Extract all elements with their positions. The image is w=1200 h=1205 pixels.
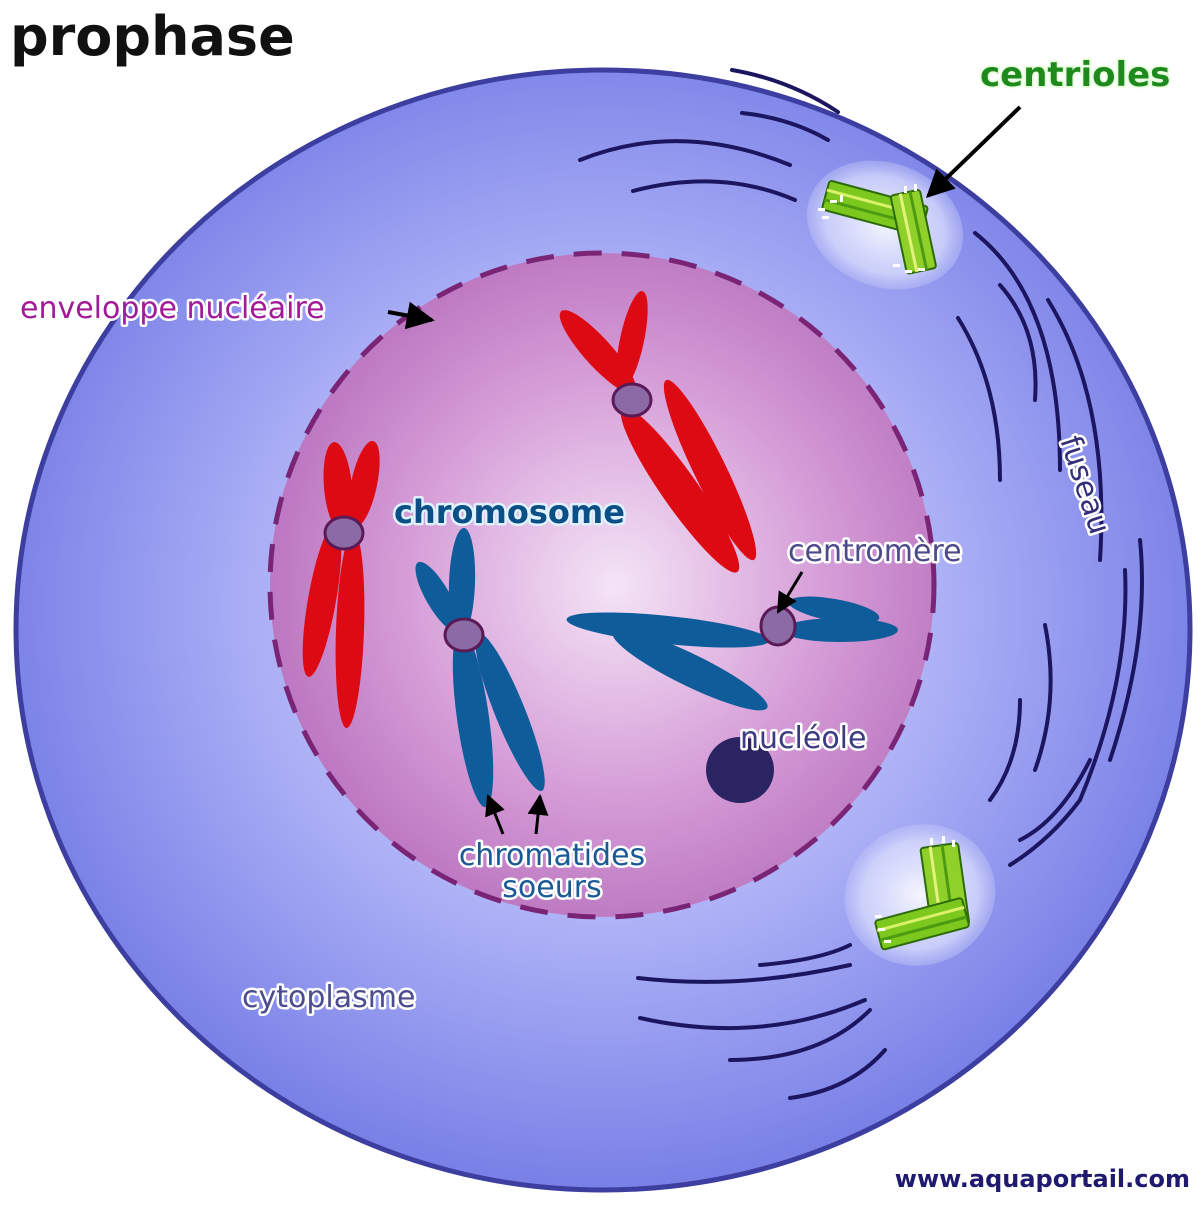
- label-sister-chromatids-line2: soeurs: [502, 870, 601, 905]
- centromere-blue-right: [759, 605, 797, 647]
- chromosome-blue-middle: [415, 528, 545, 808]
- arrow-chromatid-2: [527, 793, 549, 835]
- label-nucleolus: nucléole: [740, 721, 866, 756]
- label-sister-chromatids-line1: chromatides: [459, 838, 645, 873]
- nucleus: [270, 253, 934, 917]
- annotation-arrows: [387, 105, 1022, 835]
- title: prophase: [10, 5, 295, 68]
- centrioles-top: [806, 160, 964, 290]
- arrow-envelope: [387, 301, 435, 330]
- centromere-red-top: [611, 382, 653, 418]
- label-centrioles: centrioles: [980, 55, 1170, 95]
- watermark: www.aquaportail.com: [895, 1165, 1190, 1193]
- nucleolus: [706, 737, 774, 803]
- arrow-centrioles: [925, 105, 1022, 198]
- label-cytoplasm: cytoplasme: [242, 980, 415, 1015]
- arrow-chromatid-1: [485, 794, 505, 835]
- chromosome-red-left: [302, 440, 380, 728]
- arrow-centromere: [776, 571, 804, 614]
- centrioles-bottom: [844, 824, 996, 966]
- label-centromere: centromère: [788, 534, 962, 569]
- nuclear-envelope: [267, 250, 937, 920]
- spindle-fibers: [578, 68, 1144, 1100]
- chromosome-blue-right: [566, 596, 898, 711]
- chromosome-red-top: [559, 291, 757, 573]
- centromere-red-left: [323, 515, 365, 551]
- label-nuclear-envelope: enveloppe nucléaire: [20, 291, 325, 326]
- centromere-blue-middle: [443, 617, 485, 653]
- label-chromosome: chromosome: [394, 493, 625, 531]
